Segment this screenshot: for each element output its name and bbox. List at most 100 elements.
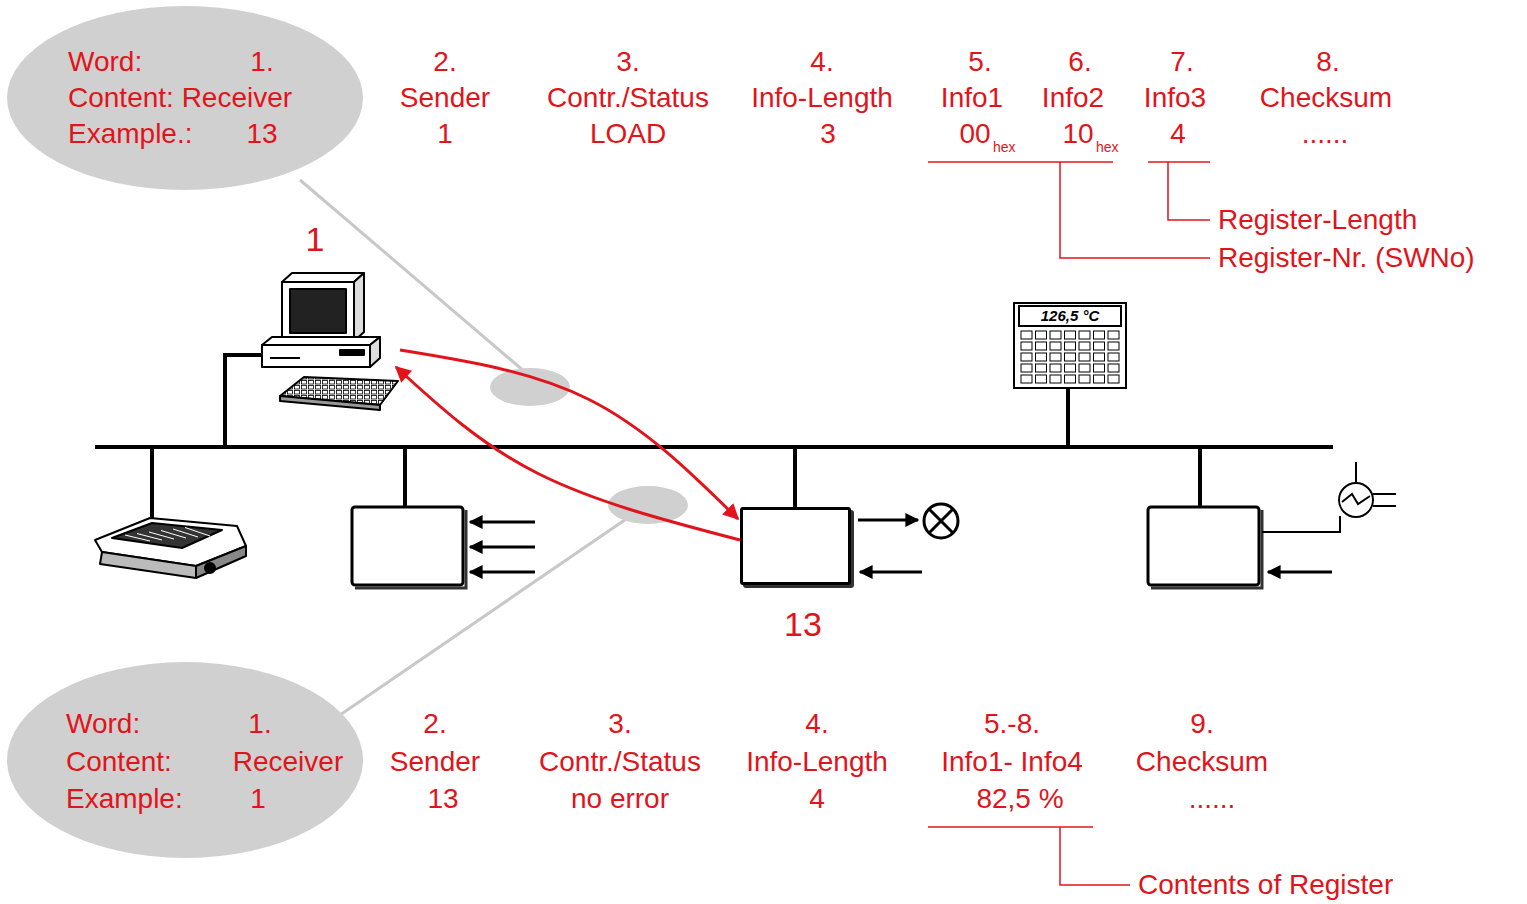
keypad-keys — [1094, 353, 1105, 361]
bus-line — [225, 355, 262, 447]
keypad-keys — [1021, 342, 1032, 350]
bus-line — [95, 445, 1333, 449]
frame-field: Contents of Register — [1138, 870, 1393, 901]
lamp-symbol — [924, 504, 958, 538]
printer-icon — [196, 546, 246, 578]
signal-arrow — [470, 571, 535, 574]
keypad-keys — [1036, 364, 1047, 372]
frame-field: 1. — [248, 709, 271, 740]
computer-icon — [282, 282, 354, 341]
frame-field: Word: — [66, 709, 140, 740]
sensor-symbol — [1373, 493, 1396, 495]
bus-device — [352, 507, 1259, 585]
sensor-symbol — [1342, 494, 1370, 504]
display-reading: 126,5 °C — [1041, 308, 1100, 325]
keypad-keys — [1050, 331, 1061, 339]
bus-line — [150, 447, 154, 522]
keypad-keys — [1079, 342, 1090, 350]
keypad-keys — [1079, 364, 1090, 372]
frame-field: 1 — [250, 784, 266, 815]
keypad-keys — [1036, 353, 1047, 361]
signal-arrow — [470, 521, 535, 524]
frame-field: Receiver — [233, 747, 343, 778]
keypad-keys — [1065, 353, 1076, 361]
frame-field: Info-Length — [751, 83, 893, 114]
keypad-keys — [1094, 342, 1105, 350]
device-shadow — [1151, 510, 1262, 588]
computer-icon — [354, 273, 364, 341]
frame-field: ...... — [1302, 119, 1349, 150]
frame-field: Sender — [400, 83, 490, 114]
keypad-keys — [1050, 353, 1061, 361]
operator-terminal — [1014, 303, 1126, 388]
frame-field: Register-Nr. (SWNo) — [1218, 243, 1475, 274]
bus-device: 13 — [740, 507, 851, 585]
keypad-keys — [1021, 353, 1032, 361]
frame-field: 7. — [1170, 47, 1193, 78]
keypad-keys — [1094, 375, 1105, 383]
signal-arrow — [1268, 571, 1332, 574]
lamp-symbol — [924, 504, 958, 538]
bracket-line — [928, 826, 1093, 828]
frame-field: 4 — [809, 784, 825, 815]
keypad-keys — [1036, 342, 1047, 350]
computer-node: 1 — [258, 270, 400, 412]
frame-field: 5.-8. — [984, 709, 1040, 740]
callout-ellipse: Word:1.Content: ReceiverExample.:13 — [7, 6, 363, 190]
bracket-line — [928, 161, 1113, 163]
frame-field: Contr./Status — [547, 83, 709, 114]
frame-field: Word: — [68, 47, 142, 78]
keypad-keys — [1079, 375, 1090, 383]
keypad-keys — [1036, 375, 1047, 383]
sensor-symbol — [1262, 462, 1396, 532]
frame-field: Info2 — [1042, 83, 1104, 114]
frame-field: 1. — [250, 47, 273, 78]
frame-field: Register-Length — [1218, 205, 1417, 236]
message-arrow — [400, 350, 738, 519]
frame-field: 00 — [959, 119, 990, 150]
printer-icon — [95, 518, 246, 578]
frame-field: Info1- Info4 — [941, 747, 1083, 778]
bus-line — [1198, 447, 1202, 507]
signal-arrow — [858, 519, 918, 522]
keypad-keys — [1094, 331, 1105, 339]
frame-field: Example.: — [68, 119, 193, 150]
frame-field: 3. — [608, 709, 631, 740]
frame-field: 13 — [246, 119, 277, 150]
signal-arrow — [860, 571, 922, 574]
bus-line — [793, 447, 797, 507]
bus-line — [403, 447, 407, 507]
frame-field: 3 — [820, 119, 836, 150]
computer-icon — [370, 337, 380, 367]
frame-field: 1 — [437, 119, 453, 150]
computer-icon — [262, 273, 398, 410]
operator-terminal — [1014, 303, 1126, 388]
sensor-symbol — [1339, 483, 1373, 517]
sensor-symbol — [1262, 516, 1340, 532]
frame-field: Checksum — [1136, 747, 1268, 778]
frame-field: 2. — [433, 47, 456, 78]
frame-field: LOAD — [590, 119, 666, 150]
printer-icon — [205, 563, 215, 573]
operator-terminal — [1019, 306, 1121, 326]
computer-icon — [262, 345, 370, 367]
frame-field: Info-Length — [746, 747, 888, 778]
bus-device — [1148, 507, 1259, 585]
keypad-keys — [1065, 375, 1076, 383]
frame-field: Checksum — [1260, 83, 1392, 114]
frame-field: 8. — [1316, 47, 1339, 78]
keypad-keys — [1108, 331, 1119, 339]
keypad-keys — [1094, 364, 1105, 372]
frame-field: hex — [993, 140, 1016, 155]
keypad-keys — [1065, 331, 1076, 339]
frame-field: no error — [571, 784, 669, 815]
lamp-symbol — [929, 509, 953, 533]
frame-field: 6. — [1068, 47, 1091, 78]
keypad-keys — [1079, 331, 1090, 339]
frame-field: 4 — [1170, 119, 1186, 150]
printer-slots — [125, 528, 210, 542]
callout-ellipse: Word:1.Content:ReceiverExample:1 — [7, 662, 363, 858]
frame-field: 5. — [968, 47, 991, 78]
bus-line — [95, 355, 1333, 522]
